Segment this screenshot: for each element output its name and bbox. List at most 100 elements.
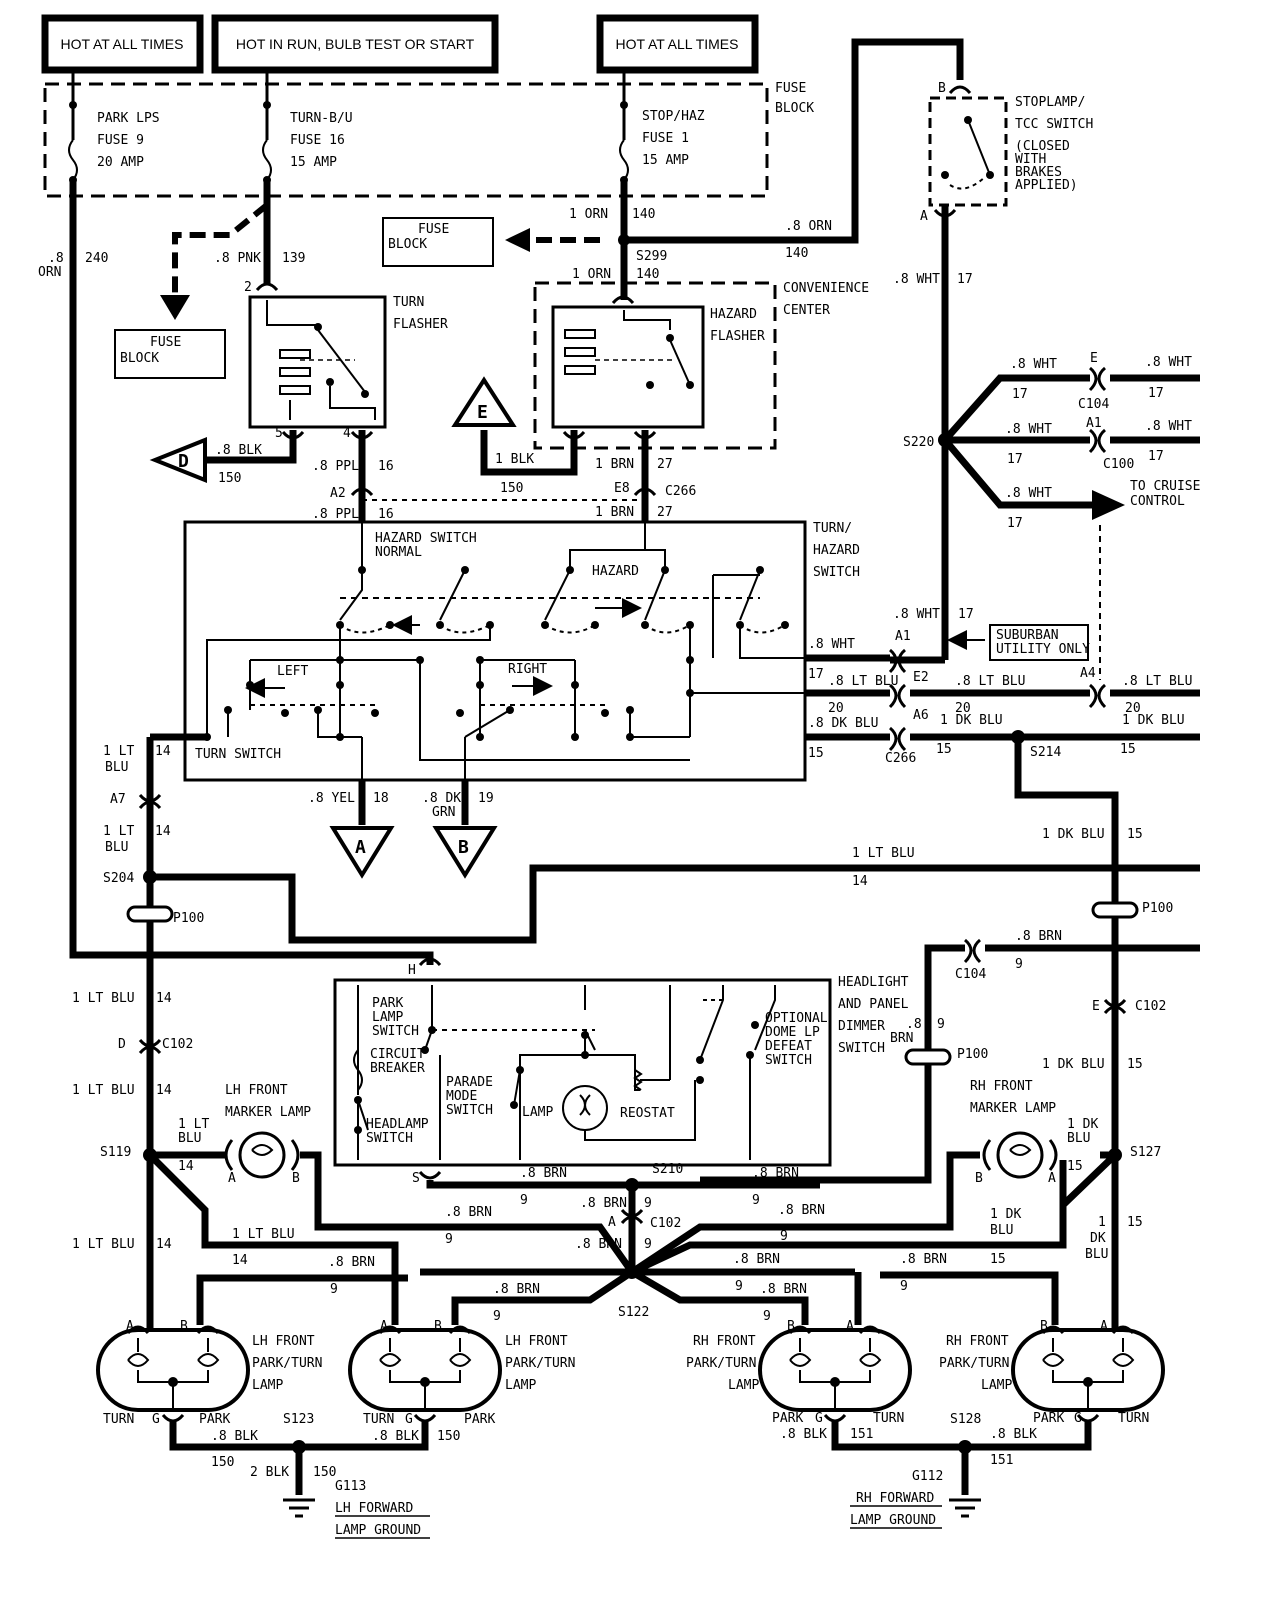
svg-text:CIRCUIT: CIRCUIT <box>370 1047 425 1062</box>
svg-text:15: 15 <box>1127 827 1143 842</box>
svg-text:A7: A7 <box>110 792 126 807</box>
svg-text:B: B <box>938 81 946 96</box>
svg-text:LH FORWARD: LH FORWARD <box>335 1501 413 1516</box>
svg-text:C102: C102 <box>1135 999 1166 1014</box>
svg-text:15: 15 <box>990 1252 1006 1267</box>
svg-text:15 AMP: 15 AMP <box>290 155 337 170</box>
svg-text:AND PANEL: AND PANEL <box>838 997 909 1012</box>
svg-text:PARK/TURN: PARK/TURN <box>939 1356 1009 1371</box>
svg-text:151: 151 <box>990 1453 1013 1468</box>
svg-text:14: 14 <box>155 824 171 839</box>
svg-text:S128: S128 <box>950 1412 981 1427</box>
svg-text:.8 BLK: .8 BLK <box>780 1427 827 1442</box>
svg-text:15: 15 <box>1120 742 1136 757</box>
fuse-block-label: FUSE <box>775 81 806 96</box>
svg-text:HAZARD SWITCH: HAZARD SWITCH <box>375 531 477 546</box>
svg-text:UTILITY ONLY: UTILITY ONLY <box>996 642 1090 657</box>
svg-text:150: 150 <box>437 1429 460 1444</box>
svg-text:D: D <box>178 451 189 472</box>
svg-text:14: 14 <box>178 1159 194 1174</box>
svg-text:S119: S119 <box>100 1145 131 1160</box>
svg-text:TCC SWITCH: TCC SWITCH <box>1015 117 1093 132</box>
fuse-1: STOP/HAZ FUSE 1 15 AMP <box>619 70 705 184</box>
svg-text:S299: S299 <box>636 249 667 264</box>
svg-text:1 DK BLU: 1 DK BLU <box>1122 713 1185 728</box>
svg-text:BLU: BLU <box>105 840 128 855</box>
svg-text:PARK: PARK <box>772 1411 803 1426</box>
svg-text:A: A <box>846 1319 854 1334</box>
svg-text:S210: S210 <box>652 1162 683 1177</box>
svg-text:S: S <box>412 1171 420 1186</box>
svg-text:139: 139 <box>282 251 305 266</box>
svg-text:SWITCH: SWITCH <box>446 1103 493 1118</box>
svg-text:.8 DK: .8 DK <box>422 791 461 806</box>
svg-text:17: 17 <box>1007 516 1023 531</box>
svg-text:.8 BRN: .8 BRN <box>733 1252 780 1267</box>
svg-text:BLU: BLU <box>105 760 128 775</box>
marker-a <box>329 826 395 879</box>
svg-text:140: 140 <box>636 267 659 282</box>
svg-text:9: 9 <box>445 1232 453 1247</box>
marker-lamps: A B B A <box>224 1131 1058 1186</box>
svg-text:BLU: BLU <box>1067 1131 1090 1146</box>
svg-text:14: 14 <box>852 874 868 889</box>
svg-text:.8 BRN: .8 BRN <box>1015 929 1062 944</box>
svg-text:PARK: PARK <box>372 996 403 1011</box>
svg-text:27: 27 <box>657 505 673 520</box>
svg-text:FLASHER: FLASHER <box>393 317 448 332</box>
svg-text:.8 BRN: .8 BRN <box>445 1205 492 1220</box>
svg-text:9: 9 <box>752 1193 760 1208</box>
svg-text:240: 240 <box>85 251 108 266</box>
svg-text:REOSTAT: REOSTAT <box>620 1106 675 1121</box>
svg-text:.8 PNK: .8 PNK <box>214 251 261 266</box>
svg-text:17: 17 <box>808 667 824 682</box>
svg-text:BLU: BLU <box>990 1223 1013 1238</box>
svg-text:D: D <box>118 1037 126 1052</box>
svg-text:9: 9 <box>520 1193 528 1208</box>
svg-text:DIMMER: DIMMER <box>838 1019 885 1034</box>
svg-text:A1: A1 <box>1086 416 1102 431</box>
svg-text:S122: S122 <box>618 1305 649 1320</box>
svg-text:1 DK BLU: 1 DK BLU <box>1042 827 1105 842</box>
svg-text:S204: S204 <box>103 871 134 886</box>
svg-text:.8 BLK: .8 BLK <box>990 1427 1037 1442</box>
svg-text:15: 15 <box>1127 1057 1143 1072</box>
svg-text:.8: .8 <box>906 1017 922 1032</box>
park-turn-lamp <box>348 1325 502 1423</box>
svg-text:.8 WHT: .8 WHT <box>1005 422 1052 437</box>
svg-text:STOPLAMP/: STOPLAMP/ <box>1015 95 1085 110</box>
svg-text:PARK: PARK <box>1033 1411 1064 1426</box>
svg-text:RH FRONT: RH FRONT <box>970 1079 1033 1094</box>
svg-text:.8 BRN: .8 BRN <box>752 1166 799 1181</box>
svg-text:1 LT: 1 LT <box>103 824 134 839</box>
svg-text:NORMAL: NORMAL <box>375 545 422 560</box>
svg-text:A4: A4 <box>1080 666 1096 681</box>
splices <box>143 1148 1122 1454</box>
left-labels: 1 LT BLU 14 A7 1 LT BLU 14 S204 .8 YEL 1… <box>103 744 1143 889</box>
turn-hazard-switch: TURN/ HAZARD SWITCH HAZARD SWITCH NORMAL… <box>183 520 860 782</box>
hot-mid-label: HOT IN RUN, BULB TEST OR START <box>236 36 475 52</box>
svg-text:C266: C266 <box>885 751 916 766</box>
svg-text:LH FRONT: LH FRONT <box>505 1334 568 1349</box>
svg-text:GRN: GRN <box>432 805 455 820</box>
svg-text:1 ORN: 1 ORN <box>572 267 611 282</box>
lh-marker-lamp: A B <box>224 1131 300 1186</box>
svg-text:140: 140 <box>632 207 655 222</box>
svg-text:20: 20 <box>828 701 844 716</box>
svg-text:B: B <box>434 1319 442 1334</box>
svg-text:RIGHT: RIGHT <box>508 662 547 677</box>
svg-text:PARK/TURN: PARK/TURN <box>252 1356 322 1371</box>
svg-text:LH FRONT: LH FRONT <box>225 1083 288 1098</box>
svg-text:A: A <box>920 209 928 224</box>
svg-text:9: 9 <box>763 1309 771 1324</box>
turn-flasher: 2 4 5 TURN FLASHER <box>244 280 448 441</box>
svg-text:TURN/: TURN/ <box>813 521 852 536</box>
svg-text:C102: C102 <box>650 1216 681 1231</box>
fuse-9: PARK LPS FUSE 9 20 AMP <box>68 70 160 184</box>
svg-text:G: G <box>815 1411 823 1426</box>
svg-text:WITH: WITH <box>1015 152 1046 167</box>
label-underlines <box>335 1505 942 1539</box>
header-boxes: HOT AT ALL TIMES HOT IN RUN, BULB TEST O… <box>41 14 759 74</box>
park-turn-lamp <box>1011 1325 1165 1423</box>
